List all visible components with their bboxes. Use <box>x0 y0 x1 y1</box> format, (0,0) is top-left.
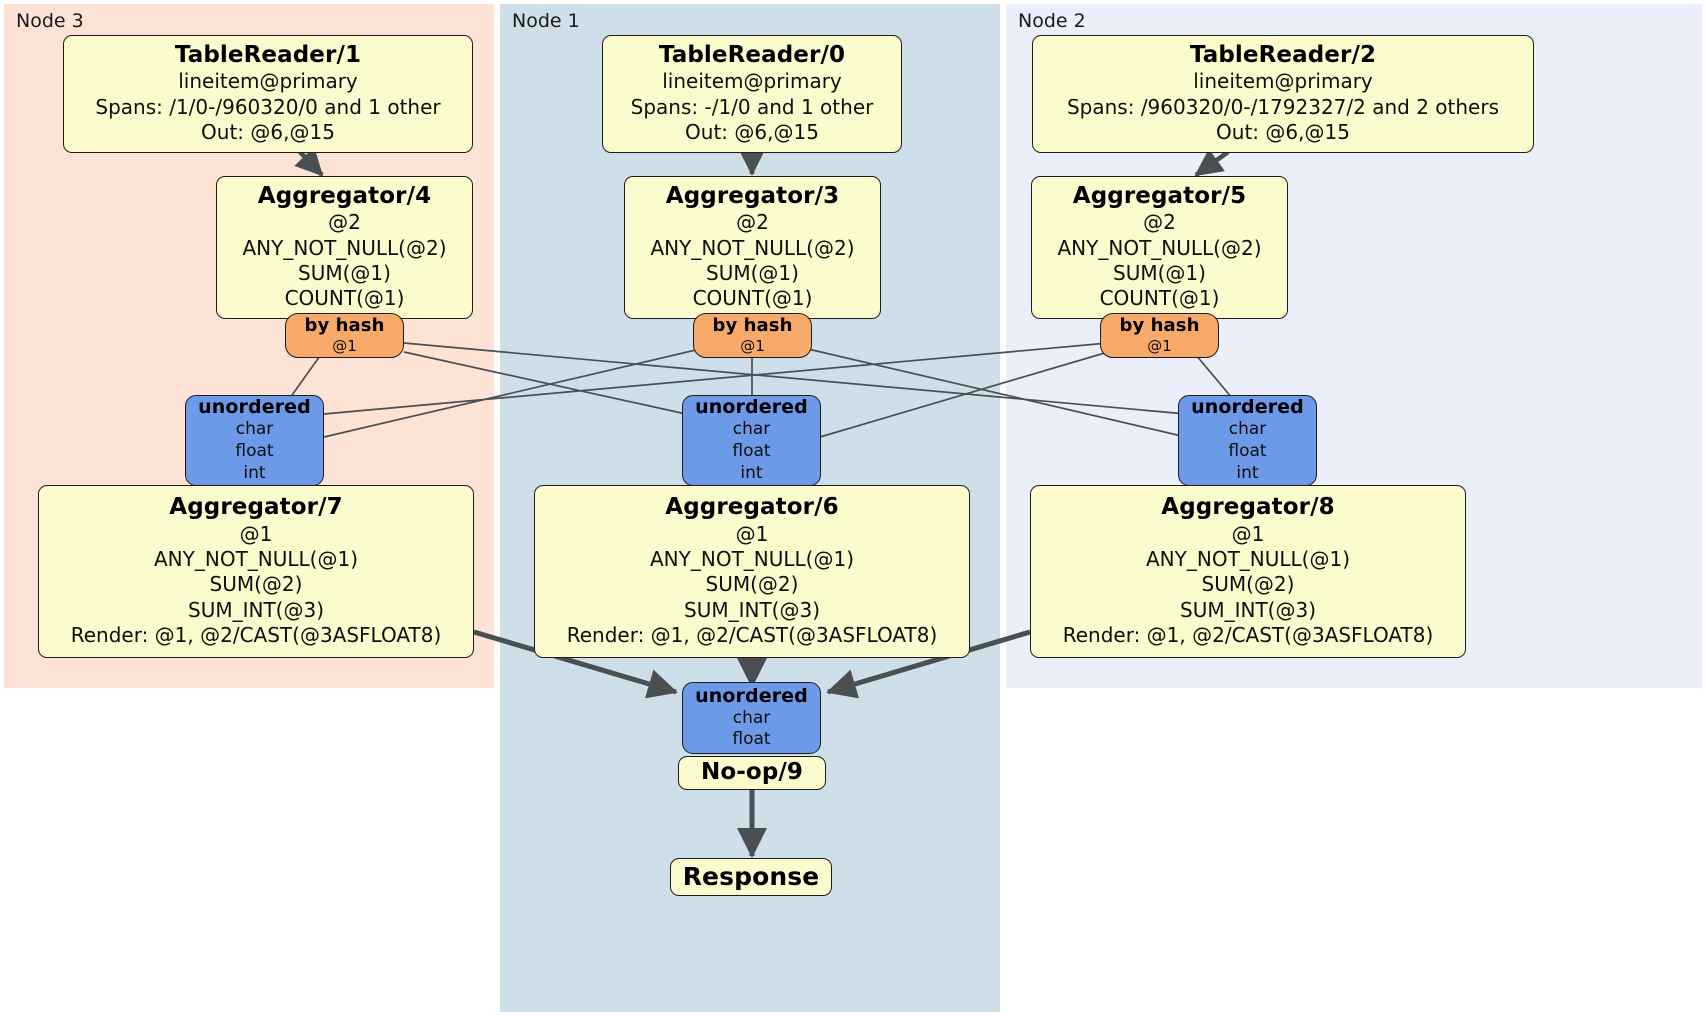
processor-table-reader-1[interactable]: TableReader/1 lineitem@primary Spans: /1… <box>63 35 473 153</box>
processor-line: lineitem@primary <box>662 69 842 94</box>
processor-line: ANY_NOT_NULL(@1) <box>1146 546 1350 571</box>
processor-line: lineitem@primary <box>178 69 358 94</box>
processor-line: SUM(@2) <box>1201 572 1295 597</box>
router-title: by hash <box>1119 315 1200 337</box>
processor-line: Render: @1, @2/CAST(@3ASFLOAT8) <box>1062 623 1434 648</box>
processor-noop-9[interactable]: No-op/9 <box>678 756 826 790</box>
router-line: @1 <box>1147 336 1172 355</box>
processor-table-reader-0[interactable]: TableReader/0 lineitem@primary Spans: -/… <box>602 35 902 153</box>
processor-line: Render: @1, @2/CAST(@3ASFLOAT8) <box>566 623 938 648</box>
processor-line: COUNT(@1) <box>692 286 813 311</box>
processor-line: SUM_INT(@3) <box>188 597 324 622</box>
node-panel-node3-label: Node 3 <box>16 10 84 32</box>
processor-line: COUNT(@1) <box>1099 286 1220 311</box>
processor-line: Out: @6,@15 <box>685 120 819 145</box>
processor-aggregator-7[interactable]: Aggregator/7 @1 ANY_NOT_NULL(@1) SUM(@2)… <box>38 485 474 658</box>
processor-aggregator-4[interactable]: Aggregator/4 @2 ANY_NOT_NULL(@2) SUM(@1)… <box>216 176 473 319</box>
processor-title: Aggregator/6 <box>665 494 839 521</box>
router-title: by hash <box>304 315 385 337</box>
router-line: @1 <box>740 336 765 355</box>
processor-line: @2 <box>736 210 769 235</box>
synchronizer-line: char <box>732 707 771 728</box>
processor-line: Spans: -/1/0 and 1 other <box>630 94 874 119</box>
processor-line: Out: @6,@15 <box>1216 120 1350 145</box>
processor-title: Aggregator/3 <box>665 183 840 210</box>
processor-line: ANY_NOT_NULL(@1) <box>154 546 358 571</box>
processor-title: No-op/9 <box>701 759 803 786</box>
synchronizer-line: char <box>732 419 771 440</box>
processor-aggregator-6[interactable]: Aggregator/6 @1 ANY_NOT_NULL(@1) SUM(@2)… <box>534 485 970 658</box>
processor-line: ANY_NOT_NULL(@2) <box>1057 235 1262 260</box>
synchronizer-line: float <box>732 441 771 462</box>
synchronizer-title: unordered <box>695 396 808 419</box>
synchronizer-line: char <box>1228 419 1267 440</box>
processor-line: Spans: /1/0-/960320/0 and 1 other <box>95 94 441 119</box>
processor-line: ANY_NOT_NULL(@2) <box>242 235 447 260</box>
synchronizer-line: int <box>243 462 266 483</box>
processor-line: SUM(@1) <box>1113 261 1206 286</box>
processor-title: Response <box>682 862 820 892</box>
synchronizer-line: int <box>740 462 763 483</box>
processor-line: SUM(@1) <box>706 261 799 286</box>
processor-title: TableReader/1 <box>174 42 362 69</box>
synchronizer-line: float <box>1228 441 1267 462</box>
processor-line: SUM_INT(@3) <box>684 597 820 622</box>
synchronizer-title: unordered <box>198 396 311 419</box>
synchronizer-line: float <box>732 729 771 750</box>
processor-line: lineitem@primary <box>1193 69 1373 94</box>
processor-line: SUM(@1) <box>298 261 391 286</box>
processor-line: @1 <box>239 521 273 546</box>
router-by-hash-center[interactable]: by hash @1 <box>693 313 812 358</box>
processor-line: Out: @6,@15 <box>201 120 335 145</box>
node-panel-node2-label: Node 2 <box>1018 10 1086 32</box>
processor-response[interactable]: Response <box>670 858 832 896</box>
processor-title: Aggregator/4 <box>257 183 432 210</box>
router-title: by hash <box>712 315 793 337</box>
processor-table-reader-2[interactable]: TableReader/2 lineitem@primary Spans: /9… <box>1032 35 1534 153</box>
processor-line: SUM(@2) <box>209 572 303 597</box>
router-by-hash-left[interactable]: by hash @1 <box>285 313 404 358</box>
processor-line: COUNT(@1) <box>284 286 405 311</box>
router-line: @1 <box>332 336 357 355</box>
synchronizer-unordered-final[interactable]: unordered char float <box>682 682 821 754</box>
synchronizer-line: float <box>235 441 274 462</box>
processor-title: TableReader/2 <box>1189 42 1377 69</box>
synchronizer-line: char <box>235 419 274 440</box>
synchronizer-unordered-left[interactable]: unordered char float int <box>185 395 324 486</box>
processor-line: @2 <box>1143 210 1176 235</box>
synchronizer-title: unordered <box>695 684 808 707</box>
processor-line: SUM_INT(@3) <box>1180 597 1316 622</box>
synchronizer-unordered-right[interactable]: unordered char float int <box>1178 395 1317 486</box>
processor-line: Render: @1, @2/CAST(@3ASFLOAT8) <box>70 623 442 648</box>
processor-line: SUM(@2) <box>705 572 799 597</box>
processor-line: Spans: /960320/0-/1792327/2 and 2 others <box>1066 94 1499 119</box>
synchronizer-line: int <box>1236 462 1259 483</box>
processor-aggregator-5[interactable]: Aggregator/5 @2 ANY_NOT_NULL(@2) SUM(@1)… <box>1031 176 1288 319</box>
router-by-hash-right[interactable]: by hash @1 <box>1100 313 1219 358</box>
processor-title: Aggregator/5 <box>1072 183 1247 210</box>
synchronizer-unordered-center[interactable]: unordered char float int <box>682 395 821 486</box>
processor-title: Aggregator/7 <box>169 494 343 521</box>
processor-line: @1 <box>1231 521 1265 546</box>
processor-line: @1 <box>735 521 769 546</box>
node-panel-node1-label: Node 1 <box>512 10 580 32</box>
processor-title: TableReader/0 <box>658 42 846 69</box>
processor-line: ANY_NOT_NULL(@2) <box>650 235 855 260</box>
processor-line: ANY_NOT_NULL(@1) <box>650 546 854 571</box>
processor-title: Aggregator/8 <box>1161 494 1335 521</box>
processor-aggregator-8[interactable]: Aggregator/8 @1 ANY_NOT_NULL(@1) SUM(@2)… <box>1030 485 1466 658</box>
synchronizer-title: unordered <box>1191 396 1304 419</box>
processor-aggregator-3[interactable]: Aggregator/3 @2 ANY_NOT_NULL(@2) SUM(@1)… <box>624 176 881 319</box>
processor-line: @2 <box>328 210 361 235</box>
